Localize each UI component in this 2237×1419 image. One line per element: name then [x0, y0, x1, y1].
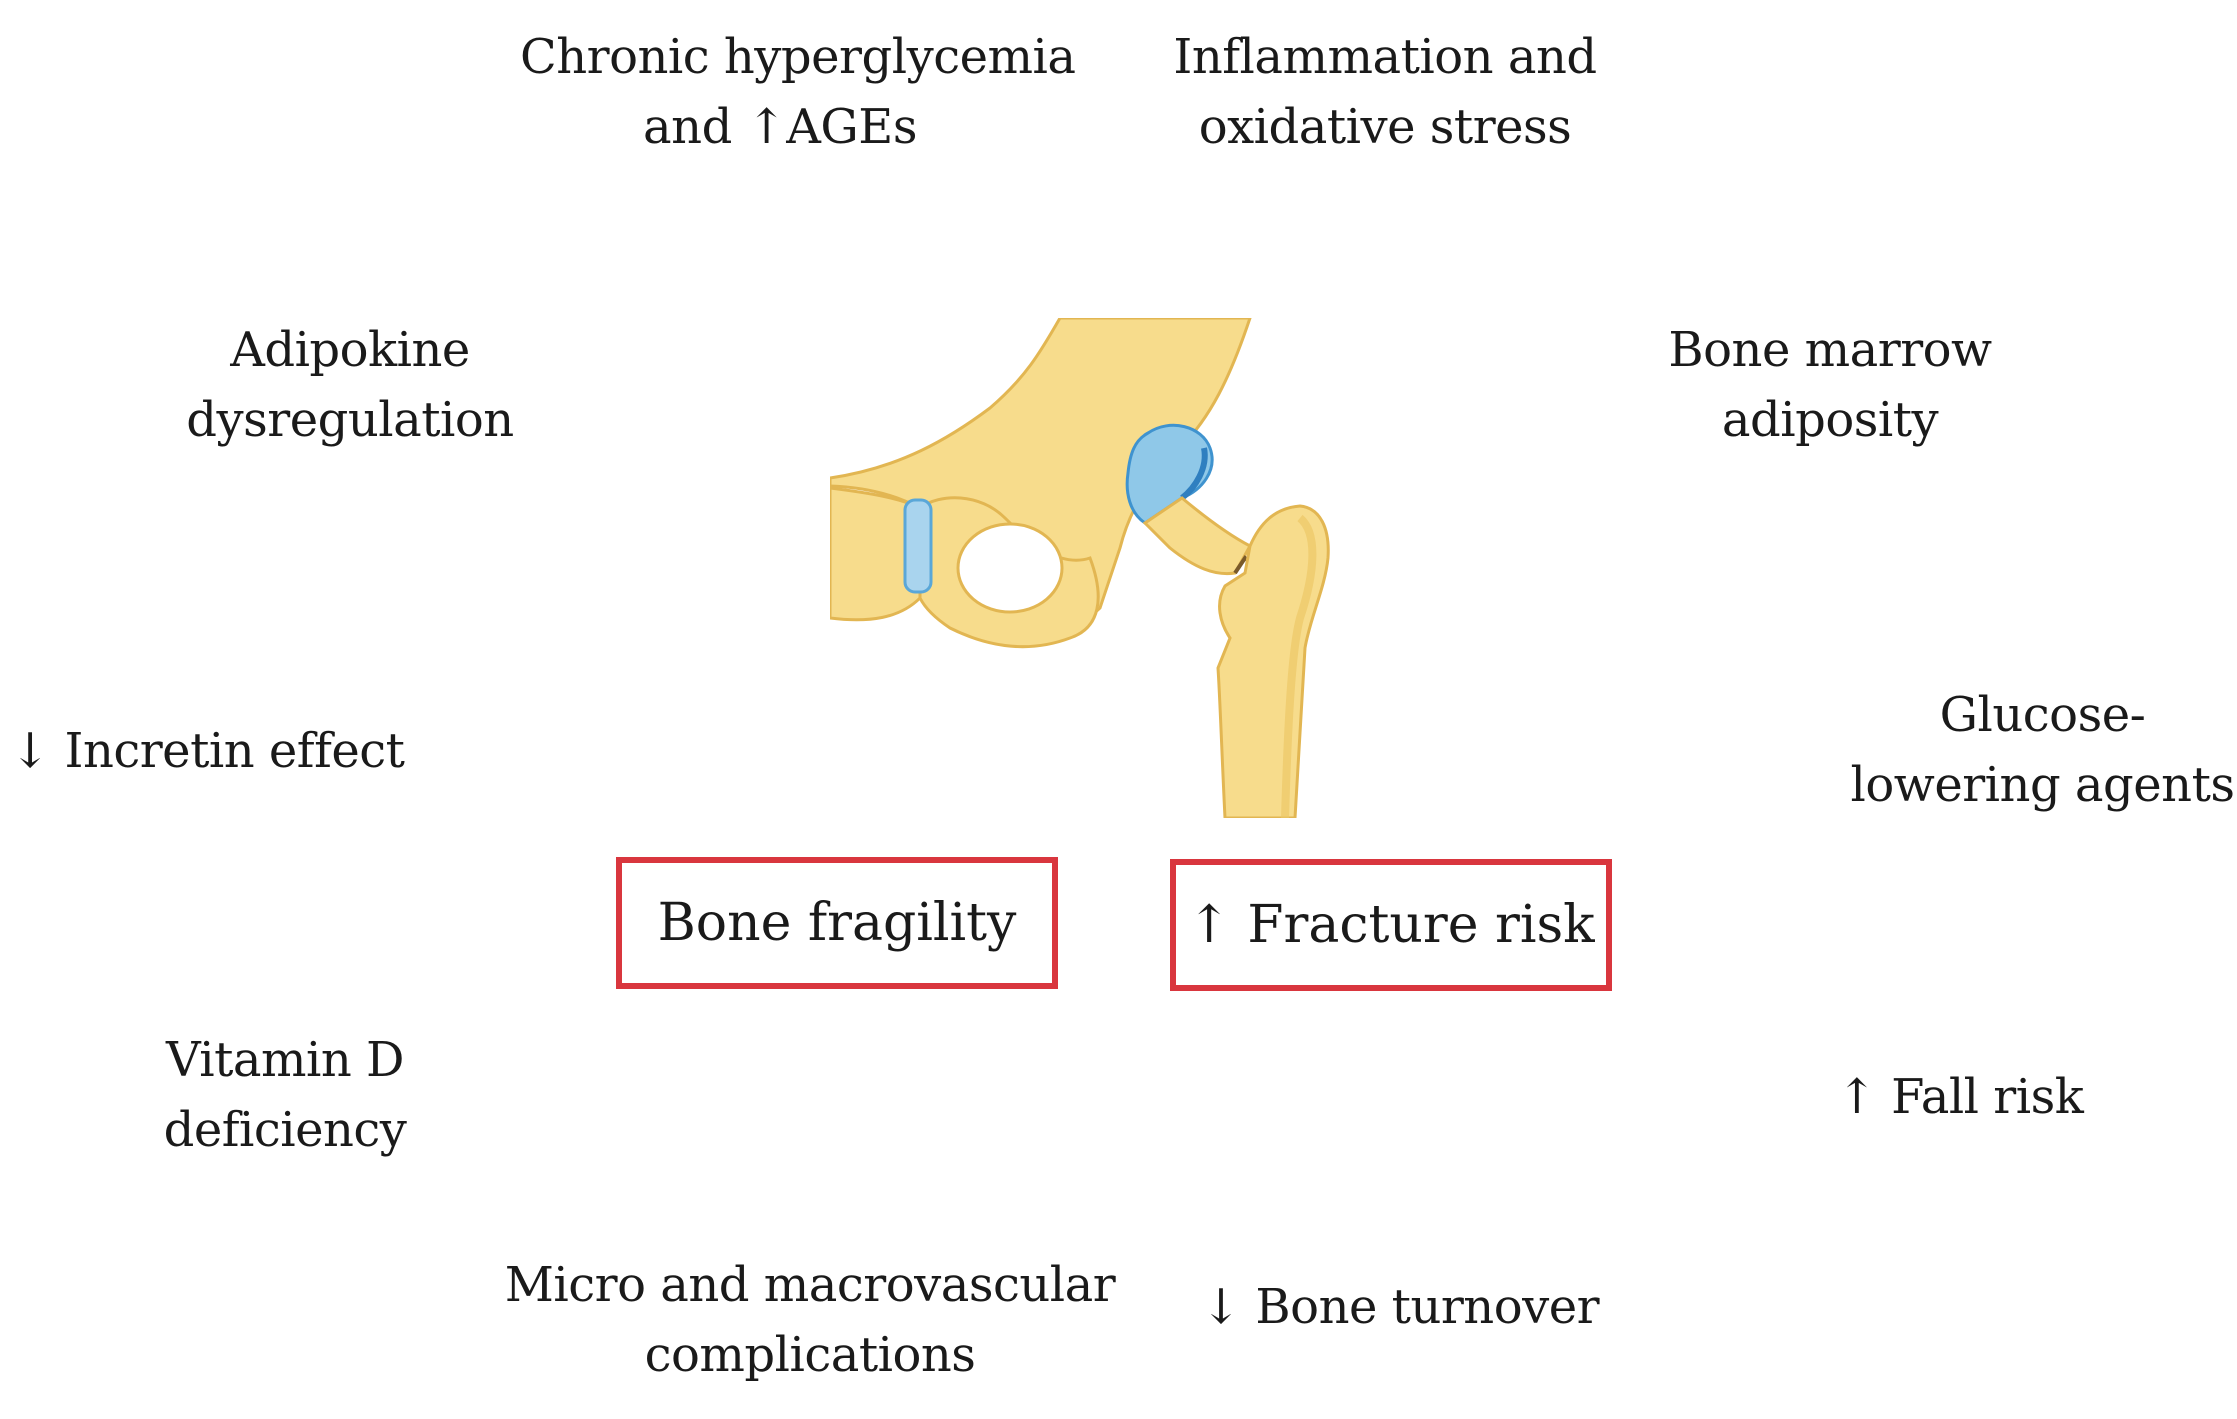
- factor-bone-marrow-line1: Bone marrow: [1668, 322, 1992, 378]
- factor-vitamin-d-line2: deficiency: [163, 1102, 407, 1158]
- factor-adipokine-line2: dysregulation: [186, 392, 514, 448]
- femur-shaft: [1216, 504, 1330, 818]
- factor-vascular-line2: complications: [644, 1327, 976, 1383]
- factor-adipokine-line1: Adipokine: [230, 322, 470, 378]
- femur-shaft-shading: [1281, 514, 1317, 818]
- factor-chronic-hyperglycemia: Chronic hyperglycemia and ↑AGEs: [520, 22, 1076, 162]
- factor-inflammation: Inflammation and oxidative stress: [1150, 22, 1620, 162]
- factor-inflammation-line2: oxidative stress: [1198, 99, 1572, 155]
- femoral-head-cartilage-edge: [1180, 447, 1208, 501]
- factor-chronic-hyperglycemia-line2: and ↑AGEs: [643, 99, 917, 155]
- factor-vitamin-d-line1: Vitamin D: [165, 1032, 405, 1088]
- factor-chronic-hyperglycemia-line1: Chronic hyperglycemia: [520, 29, 1076, 85]
- factor-bone-turnover-line1: ↓ Bone turnover: [1200, 1279, 1600, 1335]
- factor-vitamin-d-deficiency: Vitamin D deficiency: [120, 1025, 450, 1165]
- factor-incretin-effect: ↓ Incretin effect: [10, 716, 405, 786]
- factor-fall-risk: ↑ Fall risk: [1820, 1062, 2100, 1132]
- hip-joint-fracture-illustration: [830, 318, 1330, 818]
- fracture-risk-label: ↑ Fracture risk: [1187, 895, 1595, 955]
- factor-inflammation-line1: Inflammation and: [1173, 29, 1597, 85]
- factor-bone-marrow-adiposity: Bone marrow adiposity: [1640, 315, 2020, 455]
- factor-vascular-complications: Micro and macrovascular complications: [500, 1250, 1120, 1390]
- factor-bone-marrow-line2: adiposity: [1721, 392, 1939, 448]
- pubic-symphysis-cartilage: [903, 498, 933, 594]
- factor-vascular-line1: Micro and macrovascular: [504, 1257, 1116, 1313]
- factor-adipokine: Adipokine dysregulation: [170, 315, 530, 455]
- factor-incretin-line1: ↓ Incretin effect: [10, 723, 405, 779]
- factor-bone-turnover: ↓ Bone turnover: [1190, 1272, 1610, 1342]
- factor-glucose-lowering-agents: Glucose- lowering agents: [1850, 680, 2235, 820]
- bone-fragility-box: Bone fragility: [616, 857, 1058, 989]
- factor-glucose-agents-line2: lowering agents: [1850, 757, 2235, 813]
- factor-glucose-agents-line1: Glucose-: [1939, 687, 2146, 743]
- bone-fragility-label: Bone fragility: [657, 893, 1017, 953]
- factor-fall-risk-line1: ↑ Fall risk: [1836, 1069, 2084, 1125]
- fracture-risk-box: ↑ Fracture risk: [1170, 859, 1612, 991]
- obturator-foramen: [956, 522, 1064, 614]
